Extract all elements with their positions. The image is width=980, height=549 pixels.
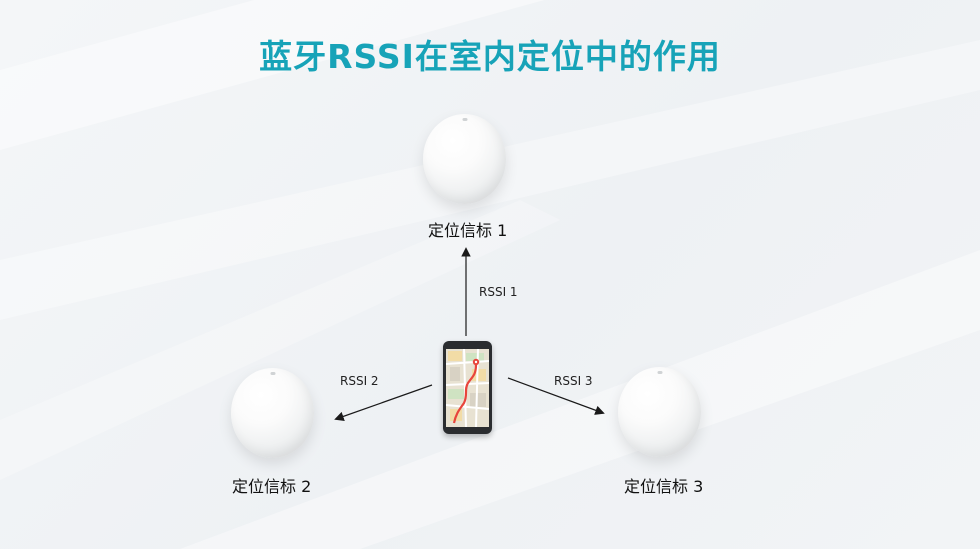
map-screen xyxy=(446,349,489,427)
rssi-3-label: RSSI 3 xyxy=(554,374,593,388)
rssi-2-label: RSSI 2 xyxy=(340,374,379,388)
beacon-icon xyxy=(618,367,701,457)
arrow-to-beacon-2 xyxy=(334,384,433,421)
page-title: 蓝牙RSSI在室内定位中的作用 xyxy=(259,37,721,76)
beacon-icon xyxy=(231,368,314,458)
rssi-1-label: RSSI 1 xyxy=(479,285,518,299)
beacon-3-label: 定位信标 3 xyxy=(624,477,704,496)
beacon-icon xyxy=(423,114,506,204)
smartphone-map-icon xyxy=(443,341,492,434)
beacon-1-label: 定位信标 1 xyxy=(428,221,508,240)
arrow-to-beacon-3 xyxy=(507,377,605,415)
beacon-2-label: 定位信标 2 xyxy=(232,477,312,496)
